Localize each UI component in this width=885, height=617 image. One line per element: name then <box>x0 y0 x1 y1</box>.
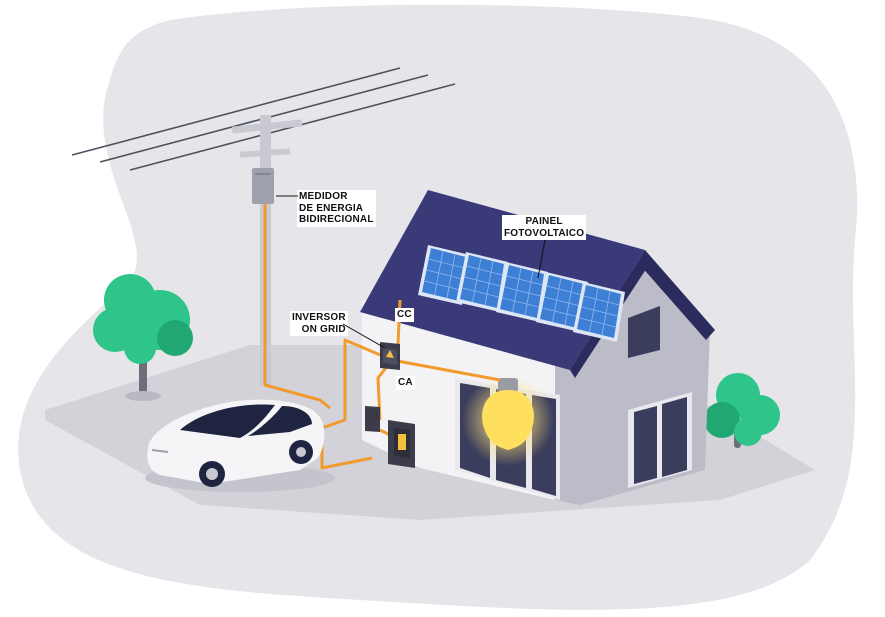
solar-cell-gridline <box>472 257 482 303</box>
label-meter-line2: DE ENERGIA <box>299 202 364 214</box>
side-glass-door <box>628 392 692 488</box>
label-inverter-line2: ON GRID <box>301 323 346 335</box>
meter-box <box>252 168 274 204</box>
inverter-box <box>380 342 400 370</box>
solar-cell-gridline <box>484 260 494 306</box>
side-window <box>628 306 660 358</box>
solar-cell-gridline <box>552 277 562 323</box>
solar-cell-gridline <box>506 275 543 286</box>
solar-cell-gridline <box>446 253 456 299</box>
solar-cell-gridline <box>524 270 534 316</box>
solar-cell-gridline <box>428 258 465 269</box>
solar-cell-gridline <box>504 286 541 297</box>
label-panel-line1: PAINEL <box>525 216 563 227</box>
breaker-box <box>365 406 380 432</box>
solar-cell-gridline <box>544 296 581 307</box>
label-meter: MEDIDOR DE ENERGIA BIDIRECIONAL <box>297 190 376 227</box>
label-ac: CA <box>396 376 415 390</box>
label-inverter-line1: INVERSOR <box>292 312 346 323</box>
solar-cell-gridline <box>579 317 616 328</box>
solar-cell-gridline <box>583 295 620 306</box>
solar-cell-gridline <box>466 265 503 276</box>
label-inverter: INVERSOR ON GRID <box>290 311 348 336</box>
label-panel: PAINEL FOTOVOLTAICO <box>502 215 587 240</box>
solar-cell-gridline <box>434 250 444 296</box>
label-dc: CC <box>395 308 414 322</box>
label-meter-line3: BIDIRECIONAL <box>299 214 374 225</box>
solar-cell-gridline <box>546 285 583 296</box>
solar-cell-gridline <box>564 280 574 326</box>
solar-cell-gridline <box>462 287 499 298</box>
electric-car <box>145 399 335 492</box>
solar-cell-gridline <box>512 267 522 313</box>
label-panel-line2: FOTOVOLTAICO <box>504 227 585 239</box>
solar-cell-gridline <box>502 297 539 308</box>
solar-cell-gridline <box>426 269 463 280</box>
solar-cell-gridline <box>601 290 611 336</box>
solar-cell-gridline <box>581 306 618 317</box>
tree-left <box>93 274 193 401</box>
solar-cell-gridline <box>464 276 501 287</box>
label-meter-line1: MEDIDOR <box>299 191 348 202</box>
light-bulb-icon <box>462 374 554 466</box>
roof-edge <box>640 250 715 340</box>
tree-right <box>704 373 780 448</box>
solar-cell-gridline <box>424 280 461 291</box>
solar-cell-gridline <box>589 287 599 333</box>
solar-panels <box>418 245 625 342</box>
solar-cell-gridline <box>542 307 579 318</box>
battery-unit <box>388 420 415 468</box>
